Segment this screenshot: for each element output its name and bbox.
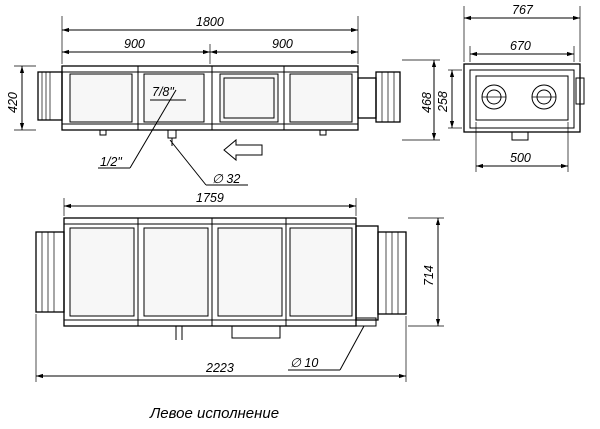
drawing-caption: Левое исполнение (149, 405, 279, 422)
dim-900-right: 900 (272, 37, 293, 51)
top-view: 1759 714 2223 ∅ 10 (35, 191, 444, 382)
dim-420: 420 (6, 92, 20, 113)
label-pipe-1-2: 1/2" (100, 155, 122, 169)
dim-714: 714 (422, 265, 436, 286)
label-diameter-32: ∅ 32 (212, 172, 240, 186)
dim-2223: 2223 (205, 361, 234, 375)
dim-1800: 1800 (196, 15, 224, 29)
dim-258: 258 (436, 91, 450, 113)
dim-500: 500 (510, 151, 531, 165)
dim-670: 670 (510, 39, 531, 53)
front-view: 1800 900 900 420 468 7/8" 1/2" ∅ 32 (6, 15, 440, 186)
dim-468: 468 (420, 92, 434, 113)
label-diameter-10: ∅ 10 (290, 356, 318, 370)
label-pipe-7-8: 7/8" (152, 85, 174, 99)
dim-767: 767 (512, 3, 534, 17)
dim-1759: 1759 (196, 191, 224, 205)
dim-900-left: 900 (124, 37, 145, 51)
side-view: 767 670 258 500 (436, 3, 585, 172)
